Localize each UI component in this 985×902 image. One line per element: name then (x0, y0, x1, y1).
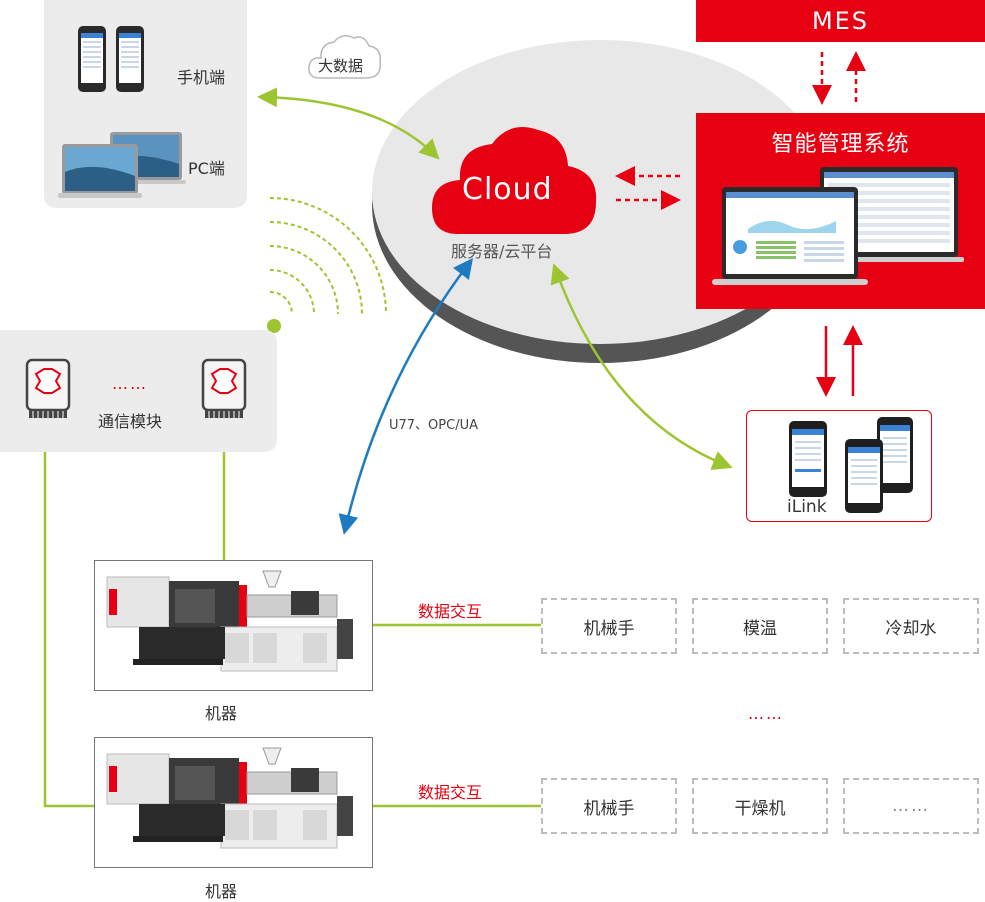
wifi-signal-icon (269, 197, 387, 315)
peripheral-label: 机械手 (583, 798, 635, 819)
mes-box: MES (696, 0, 985, 42)
ilink-label: iLink (787, 497, 827, 517)
management-title: 智能管理系统 (771, 132, 910, 157)
cloud-machine-arrow (338, 258, 474, 535)
injection-machine-image (106, 570, 353, 672)
machine-1-peripheral-2: 模温 (692, 598, 828, 654)
machine-1-peripheral-1: 机械手 (541, 598, 677, 654)
injection-machine-image (106, 747, 353, 849)
cloud-icon (432, 127, 597, 234)
mes-label: MES (811, 7, 870, 35)
peripheral-label: …… (892, 796, 930, 816)
machine-1-exchange-label: 数据交互 (418, 602, 483, 621)
bigdata-cloud-icon (308, 35, 382, 79)
machine-2-peripheral-1: 机械手 (541, 778, 677, 834)
pc-label: PC端 (188, 159, 225, 178)
mobile-label: 手机端 (177, 68, 226, 87)
cloud-subtitle: 服务器/云平台 (451, 242, 553, 261)
laptop-icon (58, 132, 186, 198)
ilink-phones-icon (789, 417, 913, 513)
peripheral-label: 模温 (743, 618, 777, 639)
comm-module-icon (201, 358, 247, 418)
comm-module-label: 通信模块 (98, 412, 163, 431)
wifi-source-dot (267, 319, 281, 333)
comm-module-icon (25, 358, 71, 418)
dashboard-laptops-icon (712, 167, 964, 285)
peripheral-label: 干燥机 (734, 798, 786, 819)
smartphone-icon (78, 26, 144, 92)
machine-1-peripheral-3: 冷却水 (843, 598, 979, 654)
machine-1-label: 机器 (205, 704, 238, 723)
machine-1-frame (94, 560, 373, 691)
cloud-title: Cloud (462, 172, 553, 207)
clients-cloud-arrow (257, 87, 440, 160)
protocol-label: U77、OPC/UA (389, 418, 478, 433)
machine-2-peripheral-2: 干燥机 (692, 778, 828, 834)
clients-panel: 手机端 PC端 (44, 0, 247, 208)
ilink-panel: iLink (746, 410, 932, 522)
management-panel: 智能管理系统 (696, 113, 985, 309)
machine-2-peripheral-3: …… (843, 778, 979, 834)
cloud-ilink-arrow (550, 263, 733, 470)
machine-2-exchange-label: 数据交互 (418, 783, 483, 802)
machine-2-label: 机器 (205, 882, 238, 901)
peripheral-label: 冷却水 (885, 618, 937, 639)
comm-dots: …… (112, 374, 148, 393)
comm-machine2-line (43, 452, 95, 808)
peripheral-label: 机械手 (583, 618, 635, 639)
machine-2-frame (94, 737, 373, 868)
bigdata-label: 大数据 (318, 57, 364, 75)
middle-dots: …… (748, 704, 784, 723)
comm-module-panel: …… 通信模块 (0, 330, 277, 452)
